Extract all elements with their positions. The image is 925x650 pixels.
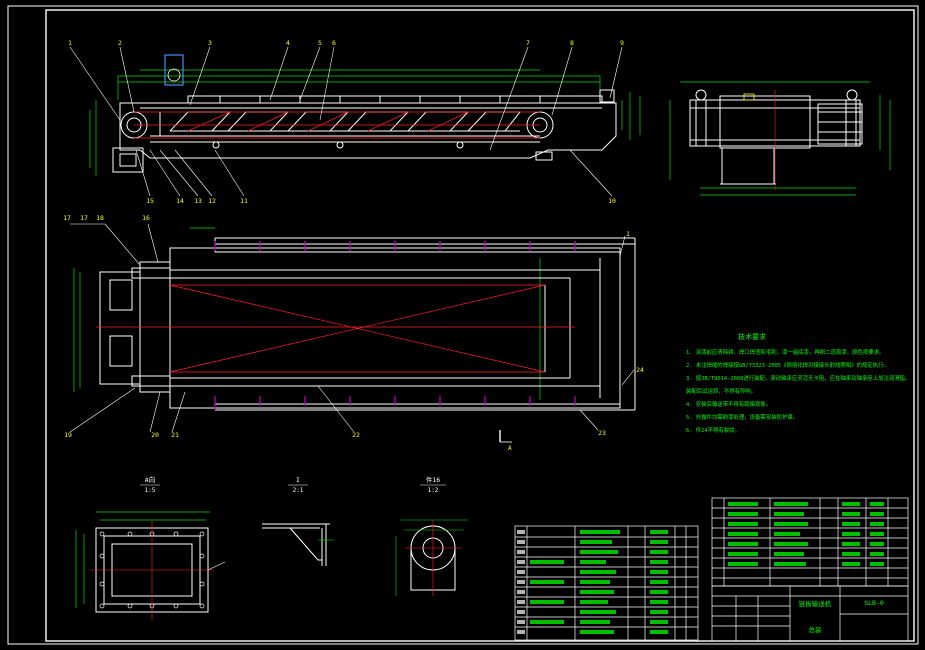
technical-notes: 技术要求 1. 涂漆前应清除锈、焊口焊渣和毛刺，漆一遍底漆，再刷二道面漆，颜色按… (686, 332, 910, 434)
note-line: 1. 涂漆前应清除锈、焊口焊渣和毛刺，漆一遍底漆，再刷二道面漆，颜色按要求。 (686, 348, 884, 356)
balloon: 17 (80, 214, 88, 222)
note-line: 装配后试运转，不得有异响。 (686, 387, 756, 395)
balloon: 22 (352, 431, 360, 439)
balloon: 11 (240, 197, 248, 205)
detail-16-scale: 1:2 (428, 487, 439, 494)
drawing-number: SLB-0 (864, 599, 884, 607)
note-line: 5. 外露件均需刷漆处理，设备需安装防护罩。 (686, 413, 798, 421)
balloon: 9 (620, 39, 624, 47)
drive-motor (164, 54, 184, 86)
note-line: 2. 未注焊缝的焊接按GB/T3323-2005《钢熔化焊对接接头射线照相》的规… (686, 361, 889, 369)
notes-title: 技术要求 (738, 332, 766, 341)
balloon: 19 (64, 431, 72, 439)
balloon: 1 (626, 230, 630, 238)
balloon: 13 (194, 197, 202, 205)
detail-a-scale: 1:5 (145, 487, 156, 494)
detail-a-label: A向 (145, 475, 155, 484)
elevation-view (89, 54, 641, 176)
detail-i-label: I (296, 476, 300, 484)
balloon: 21 (171, 431, 179, 439)
detail-16-label: 件16 (426, 475, 440, 484)
drawing-name: 链板输送机 (799, 599, 832, 608)
title-block (711, 585, 909, 642)
balloon: 6 (332, 39, 336, 47)
balloon: 18 (96, 214, 104, 222)
balloon: 16 (142, 214, 150, 222)
balloon: 4 (286, 39, 290, 47)
balloon: 15 (146, 197, 154, 205)
note-line: 3. 按JB/T9014-2008进行装配，滚动轴承应灵活无卡阻，应在轴承及轴承… (686, 374, 910, 382)
drawing-frame (45, 9, 915, 642)
balloon: 7 (526, 39, 530, 47)
detail-i-scale: 2:1 (293, 487, 304, 494)
balloon: 23 (598, 429, 606, 437)
balloon: 5 (318, 39, 322, 47)
balloon: 8 (570, 39, 574, 47)
section-marker: A (499, 430, 512, 452)
balloon: 17 (63, 214, 71, 222)
balloon: 10 (608, 197, 616, 205)
end-view (669, 81, 891, 196)
elevation-balloons-top: 1 2 3 4 5 6 7 8 9 (68, 39, 624, 47)
balloon: 2 (118, 39, 122, 47)
note-line: 6. 件24不得有裂纹。 (686, 426, 740, 434)
balloon: 1 (68, 39, 72, 47)
parts-list-left (514, 525, 699, 641)
balloon: 20 (151, 431, 159, 439)
sheet-border (7, 5, 919, 645)
plan-view (73, 227, 636, 411)
parts-list-right-cells (728, 502, 884, 566)
balloon: 12 (208, 197, 216, 205)
detail-a-view: A向 1:5 (75, 475, 226, 620)
svg-text:A: A (508, 445, 512, 452)
detail-16-view: 件16 1:2 (395, 475, 468, 596)
balloon: 24 (636, 366, 644, 374)
detail-i-view: I 2:1 (262, 476, 334, 566)
sheet-label: 总装 (809, 625, 823, 634)
plan-leaders (69, 223, 635, 433)
plan-balloons: 17 17 18 16 1 19 20 21 22 23 24 (63, 214, 644, 439)
elevation-leaders (69, 46, 623, 197)
balloon: 14 (176, 197, 184, 205)
parts-list-left-numbers (517, 530, 525, 634)
note-line: 4. 安装后输送带不得有跑偏现象。 (686, 400, 771, 408)
parts-list-left-cells (530, 530, 668, 634)
elevation-balloons-bottom: 15 14 13 12 11 10 (146, 197, 616, 205)
balloon: 3 (208, 39, 212, 47)
